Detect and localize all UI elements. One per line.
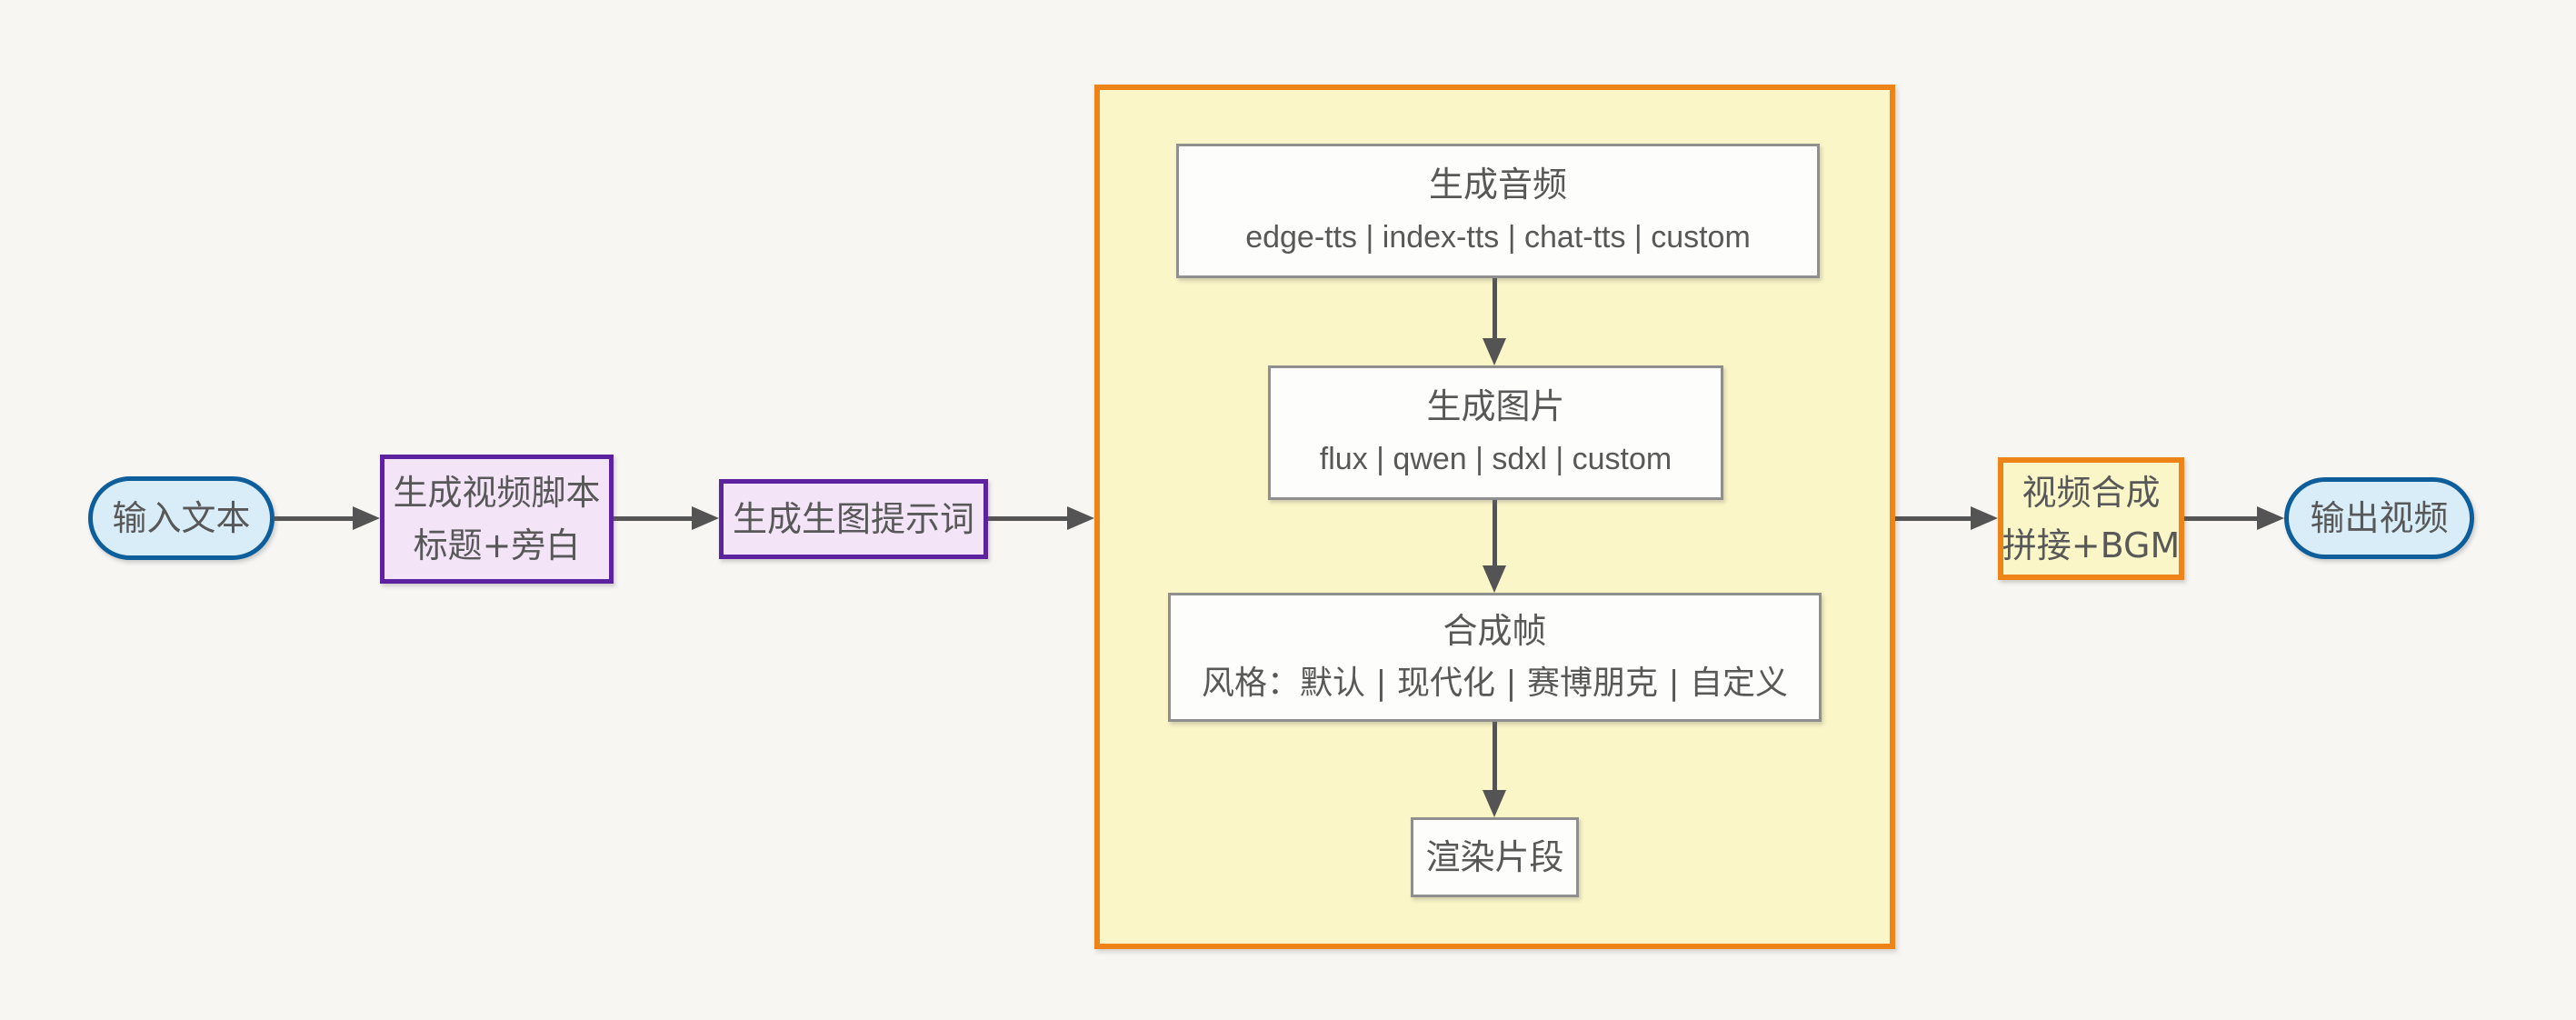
arrowhead-right-icon: [2257, 506, 2284, 530]
node-video-compose: 视频合成 拼接+BGM: [1998, 457, 2184, 580]
node-generate-script: 生成视频脚本 标题+旁白: [380, 455, 614, 584]
node-video-compose-line2: 拼接+BGM: [2002, 525, 2181, 565]
node-compose-frame-title: 合成帧: [1443, 611, 1547, 651]
node-generate-audio-engines: edge-tts | index-tts | chat-tts | custom: [1245, 220, 1751, 255]
node-generate-image: 生成图片 flux | qwen | sdxl | custom: [1268, 365, 1723, 500]
node-generate-script-line2: 标题+旁白: [413, 525, 581, 565]
node-generate-image-prompt: 生成生图提示词: [719, 479, 988, 559]
arrowhead-right-icon: [1067, 506, 1094, 530]
node-generate-image-prompt-label: 生成生图提示词: [732, 499, 974, 539]
arrowhead-right-icon: [692, 506, 719, 530]
node-input-text-label: 输入文本: [112, 498, 251, 538]
arrow-frame-to-render: [1493, 722, 1497, 790]
arrowhead-down-icon: [1483, 790, 1506, 817]
node-video-compose-line1: 视频合成: [2022, 472, 2161, 513]
arrowhead-down-icon: [1483, 338, 1506, 365]
node-render-clip-label: 渲染片段: [1425, 837, 1564, 877]
node-generate-image-title: 生成图片: [1426, 386, 1565, 426]
node-generate-script-line1: 生成视频脚本: [393, 473, 601, 513]
arrow-audio-to-image: [1493, 278, 1497, 338]
arrow-compose-to-output: [2184, 516, 2257, 521]
arrowhead-down-icon: [1483, 565, 1506, 593]
node-compose-frame-styles: 风格：默认 | 现代化 | 赛博朋克 | 自定义: [1201, 665, 1789, 702]
node-compose-frame: 合成帧 风格：默认 | 现代化 | 赛博朋克 | 自定义: [1168, 593, 1822, 722]
node-generate-audio-title: 生成音频: [1428, 165, 1567, 205]
node-generate-audio: 生成音频 edge-tts | index-tts | chat-tts | c…: [1176, 144, 1820, 278]
node-input-text: 输入文本: [88, 476, 275, 560]
arrow-image-to-frame: [1493, 500, 1497, 565]
node-output-video: 输出视频: [2284, 477, 2474, 559]
arrowhead-right-icon: [353, 506, 380, 530]
node-output-video-label: 输出视频: [2310, 498, 2449, 538]
arrowhead-right-icon: [1971, 506, 1998, 530]
arrow-subgraph-to-compose: [1895, 516, 1971, 521]
arrow-prompt-to-subgraph: [988, 516, 1067, 521]
node-render-clip: 渲染片段: [1411, 817, 1579, 897]
node-generate-image-engines: flux | qwen | sdxl | custom: [1319, 442, 1672, 476]
arrow-script-to-prompt: [614, 516, 692, 521]
arrow-input-to-script: [275, 516, 353, 521]
